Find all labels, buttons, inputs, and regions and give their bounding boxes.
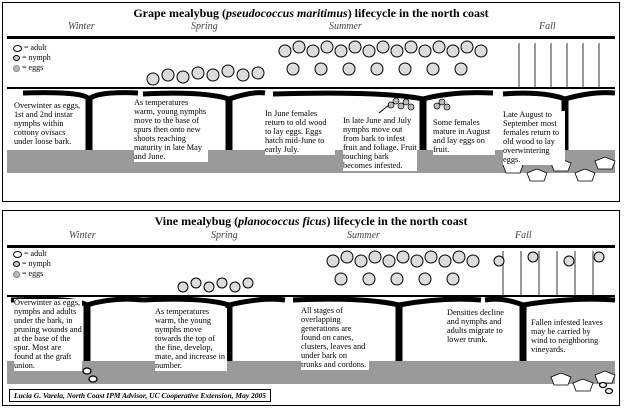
vine-illustration [22,40,616,182]
note-winter: Overwinter as eggs, 1st and 2nd instar n… [14,101,82,147]
legend: = adult = nymph = eggs [13,43,51,73]
note-spring: As temperatures warm, young nymphs move … [134,98,208,162]
summer-vine [292,250,482,361]
summer-vine [272,40,494,150]
season-fall: Fall [515,230,532,241]
season-winter: Winter [69,230,96,241]
winter-vine [22,90,139,150]
vine-illustration [10,250,616,395]
note-summer-june: In June females return to old wood to la… [265,109,335,155]
legend: = adult = nymph = eggs [13,249,51,279]
grape-mealybug-panel: Grape mealybug (pseudococcus maritimus) … [2,2,620,202]
trellis-wire-top [7,245,615,248]
panel-title: Vine mealybug (planococcus ficus) lifecy… [154,214,468,228]
season-winter: Winter [68,21,95,32]
note-summer: All stages of overlapping generations ar… [301,306,369,370]
season-fall: Fall [539,21,556,32]
note-fall-decline: Densities decline and nymphs and adults … [447,308,513,345]
spring-vine [142,277,286,361]
eggs-icon [13,64,20,72]
season-summer: Summer [347,230,380,241]
note-spring: As temperatures warm, the young nymphs m… [155,307,227,371]
trellis-wire-middle [7,87,615,89]
fall-vine [502,43,616,182]
nymph-icon [13,55,20,61]
adult-icon [13,250,22,258]
panel-title: Grape mealybug (pseudococcus maritimus) … [133,6,489,20]
trellis-wire-middle [7,295,615,297]
fall-vine [484,251,616,395]
season-spring: Spring [211,230,238,241]
nymph-icon [13,261,20,267]
spring-vine [142,64,266,150]
note-summer-august: Some females mature in August and lay eg… [433,118,495,155]
credit-line: Lucia G. Varela, North Coast IPM Advisor… [9,389,272,402]
note-fall-leaves: Fallen infested leaves may be carried by… [531,318,605,355]
season-spring: Spring [191,21,218,32]
note-winter: Overwinter as eggs, nymphs and adults un… [14,298,82,371]
season-summer: Summer [329,21,362,32]
note-summer-july: In late June and July nymphs move out fr… [343,116,417,171]
note-fall: Late August to September most females re… [503,110,565,165]
eggs-icon [13,270,20,278]
trellis-wire-top [7,36,615,39]
adult-icon [13,44,22,52]
vine-mealybug-panel: Vine mealybug (planococcus ficus) lifecy… [2,210,620,406]
